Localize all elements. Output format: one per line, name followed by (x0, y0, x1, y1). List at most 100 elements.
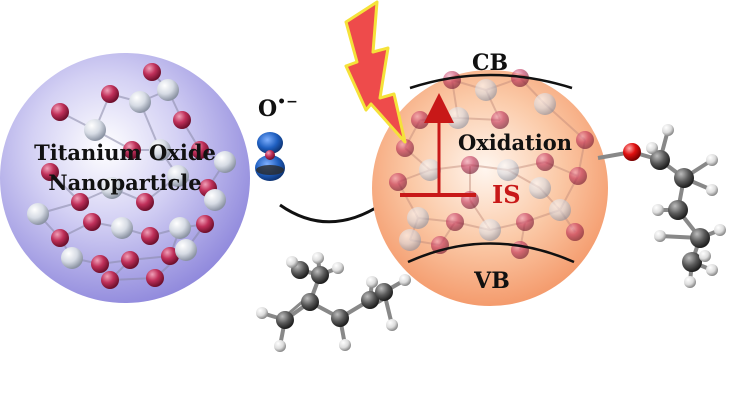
titanium-atom (475, 79, 497, 101)
nanoparticle-label-line1: Titanium Oxide (34, 140, 216, 165)
oxygen-atom (446, 213, 464, 231)
radical-oxygen-atom (265, 150, 275, 160)
free-molecule (256, 252, 411, 352)
hydrogen-atom (662, 124, 674, 136)
oxygen-atom (121, 251, 139, 269)
hydrogen-atom (654, 230, 666, 242)
oxygen-atom (566, 223, 584, 241)
oxygen-atom (71, 193, 89, 211)
lightning-bolt-icon (344, 0, 407, 144)
carbon-atom (690, 228, 710, 248)
oxygen-atom (196, 215, 214, 233)
oxygen-atom (623, 143, 641, 161)
radical-shadow (256, 165, 284, 175)
titanium-atom (84, 119, 106, 141)
titanium-atom (399, 229, 421, 251)
oxygen-atom (136, 193, 154, 211)
titanium-atom (534, 93, 556, 115)
oxygen-atom (411, 111, 429, 129)
carbon-atom (668, 200, 688, 220)
titanium-atom (167, 165, 189, 187)
titanium-atom (479, 219, 501, 241)
oxygen-atom (51, 229, 69, 247)
vb-label: VB (473, 268, 510, 294)
titanium-atom (447, 107, 469, 129)
oxygen-atom (41, 163, 59, 181)
conduction-band-curve (409, 73, 573, 90)
hydrogen-atom (286, 256, 298, 268)
oxygen-atom (51, 103, 69, 121)
hydrogen-atom (256, 307, 268, 319)
hydrogen-atom (332, 262, 344, 274)
titanium-atom (129, 91, 151, 113)
carbon-atom (650, 150, 670, 170)
carbon-atom (682, 252, 702, 272)
hydrogen-atom (652, 204, 664, 216)
radical-label: O•− (258, 94, 298, 122)
oxygen-atom (443, 71, 461, 89)
excited-sphere (372, 70, 608, 306)
valence-band-curve (407, 242, 575, 264)
hydrogen-atom (706, 264, 718, 276)
titanium-atom (157, 79, 179, 101)
oxygen-atom (101, 85, 119, 103)
titanium-atom (407, 207, 429, 229)
hydrogen-atom (339, 339, 351, 351)
carbon-atom (311, 266, 329, 284)
hydrogen-atom (366, 276, 378, 288)
oxygen-atom (143, 63, 161, 81)
titanium-atom (175, 239, 197, 261)
radical-lobe-upper (257, 132, 283, 154)
carbon-atom (301, 293, 319, 311)
oxygen-radical: O•− (255, 94, 298, 181)
titanium-atom (101, 177, 123, 199)
oxygen-atom (83, 213, 101, 231)
nanoparticle-atoms (27, 63, 236, 289)
oxygen-atom (101, 271, 119, 289)
titanium-atom (214, 151, 236, 173)
hydrogen-atom (714, 224, 726, 236)
titanium-atom (149, 139, 171, 161)
hydrogen-atom (699, 250, 711, 262)
carbon-atom (375, 283, 393, 301)
titanium-atom (204, 189, 226, 211)
oxygen-atom (123, 141, 141, 159)
nanoparticle-label-line2: Nanoparticle (48, 170, 201, 195)
titanium-atom (61, 247, 83, 269)
hydrogen-atom (646, 142, 658, 154)
oxygen-atom (389, 173, 407, 191)
oxidation-label: Oxidation (458, 130, 572, 155)
hydrogen-atom (706, 184, 718, 196)
oxygen-atom (161, 247, 179, 265)
oxygen-atom (569, 167, 587, 185)
oxygen-atom (461, 156, 479, 174)
oxygen-atom (146, 269, 164, 287)
titanium-atom (529, 177, 551, 199)
excited-nanoparticle: CB VB Oxidation IS (372, 50, 608, 306)
titanium-atom (419, 159, 441, 181)
cb-label: CB (472, 50, 508, 76)
titanium-atom (497, 159, 519, 181)
oxygen-atom (191, 141, 209, 159)
oxygen-atom (536, 153, 554, 171)
hydrogen-atom (684, 276, 696, 288)
titanium-atom (169, 217, 191, 239)
attached-molecule (597, 124, 726, 288)
carbon-atom (276, 311, 294, 329)
hydrogen-atom (399, 274, 411, 286)
titanium-atom (111, 217, 133, 239)
excited-atoms (389, 69, 594, 259)
is-label: IS (492, 180, 521, 209)
oxygen-atom (516, 213, 534, 231)
hydrogen-atom (386, 319, 398, 331)
carbon-atom (331, 309, 349, 327)
hydrogen-atom (706, 154, 718, 166)
titanium-atom (27, 203, 49, 225)
oxygen-atom (396, 139, 414, 157)
titanium-oxide-nanoparticle: Titanium Oxide Nanoparticle (0, 53, 250, 303)
oxygen-atom (141, 227, 159, 245)
hydrogen-atom (274, 340, 286, 352)
hydrogen-atom (312, 252, 324, 264)
